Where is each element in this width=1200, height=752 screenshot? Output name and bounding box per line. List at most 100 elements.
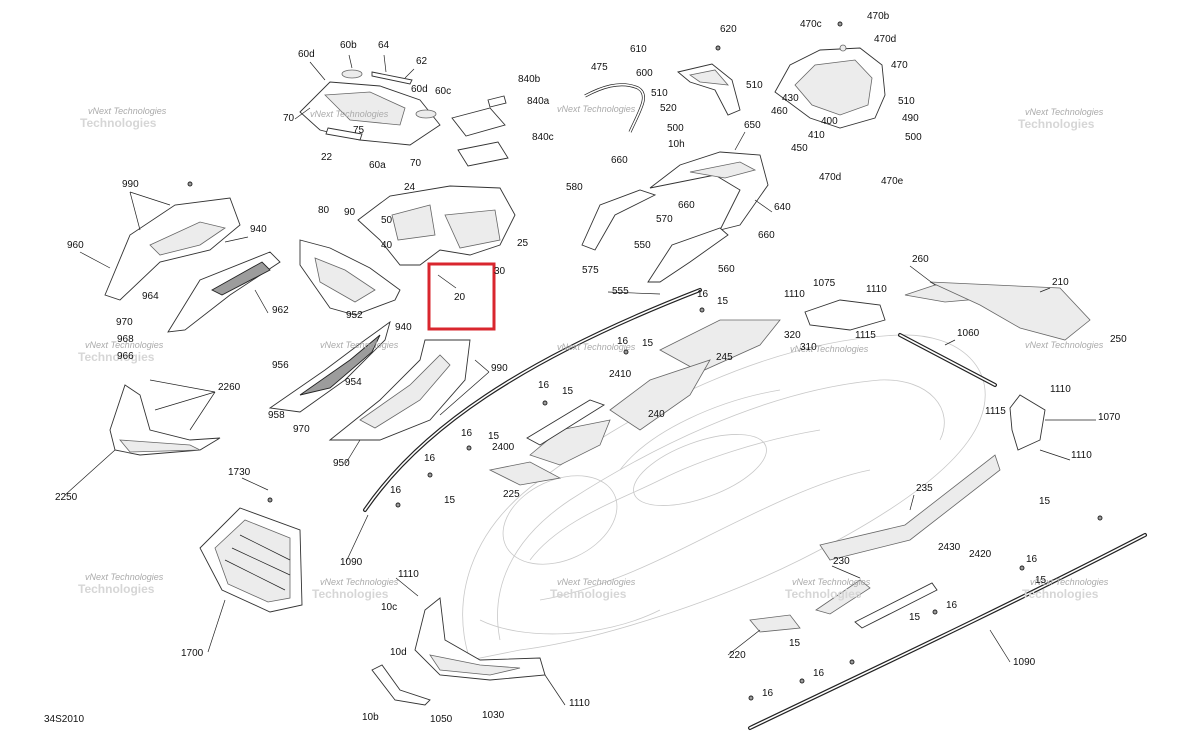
callout-964[interactable]: 964 — [142, 291, 159, 302]
callout-958[interactable]: 958 — [268, 410, 285, 421]
callout-225[interactable]: 225 — [503, 489, 520, 500]
callout-22[interactable]: 22 — [321, 152, 333, 163]
callout-15b[interactable]: 15 — [642, 338, 654, 349]
callout-570[interactable]: 570 — [656, 214, 673, 225]
callout-968[interactable]: 968 — [117, 334, 134, 345]
callout-470[interactable]: 470 — [891, 60, 908, 71]
callout-600[interactable]: 600 — [636, 68, 653, 79]
callout-940b[interactable]: 940 — [395, 322, 412, 333]
callout-2260[interactable]: 2260 — [218, 382, 241, 393]
callout-24[interactable]: 24 — [404, 182, 416, 193]
callout-660c[interactable]: 660 — [758, 230, 775, 241]
callout-470e[interactable]: 470e — [881, 176, 904, 187]
callout-1090b[interactable]: 1090 — [1013, 657, 1036, 668]
callout-1050[interactable]: 1050 — [430, 714, 453, 725]
callout-75[interactable]: 75 — [353, 125, 365, 136]
callout-1115a[interactable]: 1115 — [855, 330, 876, 341]
callout-1075[interactable]: 1075 — [813, 278, 836, 289]
callout-952[interactable]: 952 — [346, 310, 363, 321]
callout-1730[interactable]: 1730 — [228, 467, 251, 478]
callout-940a[interactable]: 940 — [250, 224, 267, 235]
callout-15a[interactable]: 15 — [717, 296, 729, 307]
callout-1090a[interactable]: 1090 — [340, 557, 363, 568]
callout-25[interactable]: 25 — [517, 238, 529, 249]
callout-475[interactable]: 475 — [591, 62, 608, 73]
callout-470c[interactable]: 470c — [800, 19, 822, 30]
callout-15f[interactable]: 15 — [1039, 496, 1051, 507]
callout-250[interactable]: 250 — [1110, 334, 1127, 345]
callout-1700[interactable]: 1700 — [181, 648, 204, 659]
callout-500a[interactable]: 500 — [667, 123, 684, 134]
callout-210[interactable]: 210 — [1052, 277, 1069, 288]
callout-20[interactable]: 20 — [454, 292, 466, 303]
callout-1110b[interactable]: 1110 — [866, 284, 887, 295]
highlight-part-20[interactable]: 20 — [427, 262, 496, 331]
callout-16e[interactable]: 16 — [424, 453, 436, 464]
callout-64[interactable]: 64 — [378, 40, 390, 51]
callout-1110f[interactable]: 1110 — [569, 698, 590, 709]
callout-50[interactable]: 50 — [381, 215, 393, 226]
callout-2430[interactable]: 2430 — [938, 542, 961, 553]
callout-650[interactable]: 650 — [744, 120, 761, 131]
callout-1115b[interactable]: 1115 — [985, 406, 1006, 417]
callout-840c[interactable]: 840c — [532, 132, 554, 143]
callout-840a[interactable]: 840a — [527, 96, 550, 107]
callout-16a[interactable]: 16 — [697, 289, 709, 300]
callout-235[interactable]: 235 — [916, 483, 933, 494]
callout-580[interactable]: 580 — [566, 182, 583, 193]
callout-60d1[interactable]: 60d — [298, 49, 315, 60]
callout-62[interactable]: 62 — [416, 56, 428, 67]
callout-15h[interactable]: 15 — [909, 612, 921, 623]
callout-80[interactable]: 80 — [318, 205, 330, 216]
callout-954[interactable]: 954 — [345, 377, 362, 388]
callout-1110e[interactable]: 1110 — [398, 569, 419, 580]
callout-620[interactable]: 620 — [720, 24, 737, 35]
callout-970b[interactable]: 970 — [293, 424, 310, 435]
callout-510b[interactable]: 510 — [746, 80, 763, 91]
callout-70b[interactable]: 70 — [410, 158, 422, 169]
callout-560[interactable]: 560 — [718, 264, 735, 275]
callout-1110a[interactable]: 1110 — [784, 289, 805, 300]
callout-1070[interactable]: 1070 — [1098, 412, 1121, 423]
callout-60d2[interactable]: 60d — [411, 84, 428, 95]
callout-16f[interactable]: 16 — [390, 485, 402, 496]
callout-520[interactable]: 520 — [660, 103, 677, 114]
callout-10c[interactable]: 10c — [381, 602, 397, 613]
callout-430[interactable]: 430 — [782, 93, 799, 104]
callout-610[interactable]: 610 — [630, 44, 647, 55]
callout-2420[interactable]: 2420 — [969, 549, 992, 560]
callout-230[interactable]: 230 — [833, 556, 850, 567]
callout-450[interactable]: 450 — [791, 143, 808, 154]
callout-550[interactable]: 550 — [634, 240, 651, 251]
callout-60a[interactable]: 60a — [369, 160, 386, 171]
callout-400[interactable]: 400 — [821, 116, 838, 127]
callout-1030[interactable]: 1030 — [482, 710, 505, 721]
callout-240[interactable]: 240 — [648, 409, 665, 420]
callout-220[interactable]: 220 — [729, 650, 746, 661]
callout-10h[interactable]: 10h — [668, 139, 685, 150]
callout-2250[interactable]: 2250 — [55, 492, 78, 503]
callout-30[interactable]: 30 — [494, 266, 506, 277]
callout-70a[interactable]: 70 — [283, 113, 295, 124]
callout-410[interactable]: 410 — [808, 130, 825, 141]
callout-16h[interactable]: 16 — [946, 600, 958, 611]
callout-956[interactable]: 956 — [272, 360, 289, 371]
callout-2410[interactable]: 2410 — [609, 369, 632, 380]
callout-16d[interactable]: 16 — [461, 428, 473, 439]
callout-1110d[interactable]: 1110 — [1071, 450, 1092, 461]
callout-60b[interactable]: 60b — [340, 40, 357, 51]
callout-555[interactable]: 555 — [612, 286, 629, 297]
callout-245[interactable]: 245 — [716, 352, 733, 363]
callout-660a[interactable]: 660 — [611, 155, 628, 166]
callout-640[interactable]: 640 — [774, 202, 791, 213]
callout-960[interactable]: 960 — [67, 240, 84, 251]
callout-15c[interactable]: 15 — [562, 386, 574, 397]
callout-490[interactable]: 490 — [902, 113, 919, 124]
callout-470d1[interactable]: 470d — [874, 34, 896, 45]
callout-90[interactable]: 90 — [344, 207, 356, 218]
callout-310[interactable]: 310 — [800, 342, 817, 353]
callout-510a[interactable]: 510 — [651, 88, 668, 99]
callout-10b[interactable]: 10b — [362, 712, 379, 723]
callout-470d2[interactable]: 470d — [819, 172, 841, 183]
callout-840b[interactable]: 840b — [518, 74, 541, 85]
